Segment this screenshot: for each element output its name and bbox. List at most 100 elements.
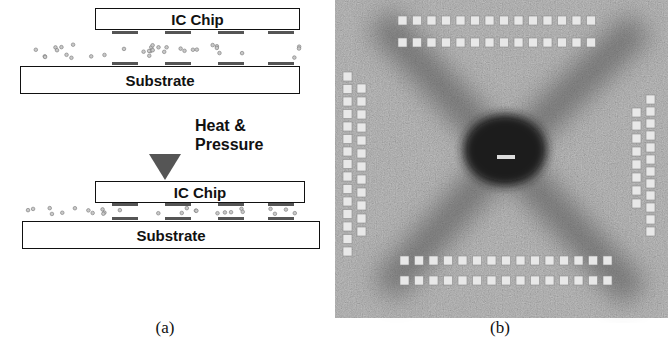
conductive-particle xyxy=(215,46,219,50)
electrode-pad xyxy=(112,62,138,65)
conductive-particle xyxy=(183,49,187,53)
bond-pad xyxy=(560,276,569,285)
component-box: Substrate xyxy=(22,221,320,249)
electrode-pad xyxy=(165,62,191,65)
conductive-particle xyxy=(103,53,107,57)
conductive-particle xyxy=(151,48,155,52)
conductive-particle xyxy=(70,56,74,60)
conductive-particle xyxy=(147,49,151,53)
conductive-particle xyxy=(293,56,297,60)
conductive-particle xyxy=(122,47,126,51)
bond-pad xyxy=(545,256,554,265)
conductive-particle xyxy=(240,51,244,55)
bond-pad xyxy=(646,119,655,128)
conductive-particle xyxy=(102,212,106,216)
process-label: Heat & Pressure xyxy=(195,116,279,154)
bond-pad xyxy=(357,123,366,132)
bond-pad xyxy=(487,276,496,285)
bond-pad xyxy=(357,136,366,145)
conductive-particle xyxy=(147,54,151,58)
bond-pad xyxy=(343,147,352,156)
bond-pad xyxy=(343,247,352,256)
electrode-pad xyxy=(165,217,191,220)
bond-pad xyxy=(427,16,436,25)
bond-pad xyxy=(429,256,438,265)
bond-pad xyxy=(343,185,352,194)
electrode-pad xyxy=(268,203,294,206)
bond-pad xyxy=(632,121,641,130)
arrow-shaft xyxy=(157,95,173,154)
conductive-particle xyxy=(165,45,169,49)
conductive-particle xyxy=(89,55,93,59)
component-box: Substrate xyxy=(20,66,300,94)
component-label: Substrate xyxy=(125,73,194,88)
electrode-pad xyxy=(112,203,138,206)
bond-pad xyxy=(343,172,352,181)
conductive-particle xyxy=(151,43,155,47)
bond-pad xyxy=(632,147,641,156)
conductive-particle xyxy=(43,55,47,59)
bond-pad xyxy=(343,122,352,131)
bond-pad xyxy=(471,38,480,47)
bond-pad xyxy=(456,38,465,47)
bond-pad xyxy=(543,16,552,25)
bond-pad xyxy=(413,38,422,47)
bond-pad xyxy=(400,256,409,265)
bond-pad xyxy=(400,276,409,285)
bond-pad xyxy=(646,227,655,236)
conductive-particle xyxy=(297,47,301,51)
bond-pad xyxy=(343,197,352,206)
conductive-particle xyxy=(73,206,77,210)
bond-pad xyxy=(343,110,352,119)
bond-pad xyxy=(646,191,655,200)
bond-pad xyxy=(514,16,523,25)
bond-pad xyxy=(574,276,583,285)
bond-pad xyxy=(444,276,453,285)
bond-pad xyxy=(632,108,641,117)
bond-pad xyxy=(357,97,366,106)
bond-pad xyxy=(427,38,436,47)
conductive-particle xyxy=(55,48,59,52)
conductive-particle xyxy=(162,50,166,54)
bond-pad xyxy=(398,16,407,25)
bond-pad xyxy=(589,276,598,285)
conductive-particle xyxy=(180,211,184,215)
conductive-particle xyxy=(65,53,69,57)
bond-pad xyxy=(531,276,540,285)
bond-pad xyxy=(646,95,655,104)
conductive-particle xyxy=(195,209,199,213)
bond-pad xyxy=(415,276,424,285)
conductive-particle xyxy=(71,43,75,47)
bond-pad xyxy=(458,276,467,285)
conductive-particle xyxy=(269,207,273,211)
conductive-particle xyxy=(142,50,146,54)
bond-pad xyxy=(632,160,641,169)
bond-pad xyxy=(516,256,525,265)
conductive-particle xyxy=(273,212,277,216)
bond-pad xyxy=(632,186,641,195)
bond-pad xyxy=(587,38,596,47)
bond-pad xyxy=(587,16,596,25)
conductive-particle xyxy=(157,46,161,50)
bond-pad xyxy=(502,256,511,265)
bond-pad xyxy=(413,16,422,25)
electrode-pad xyxy=(112,31,138,34)
bond-pad xyxy=(357,175,366,184)
micrograph-photo xyxy=(335,0,668,318)
bond-pad xyxy=(502,276,511,285)
conductive-particle xyxy=(179,47,183,51)
bond-pad xyxy=(458,256,467,265)
bond-pad xyxy=(442,38,451,47)
electrode-pad xyxy=(268,62,294,65)
bond-pad xyxy=(632,199,641,208)
conductive-particle xyxy=(185,206,189,210)
bond-pad xyxy=(485,16,494,25)
bond-pad xyxy=(357,149,366,158)
arrow-head xyxy=(149,154,181,180)
electrode-pad xyxy=(218,203,244,206)
conductive-particle xyxy=(34,48,38,52)
bond-pad xyxy=(415,256,424,265)
bond-pad xyxy=(558,16,567,25)
